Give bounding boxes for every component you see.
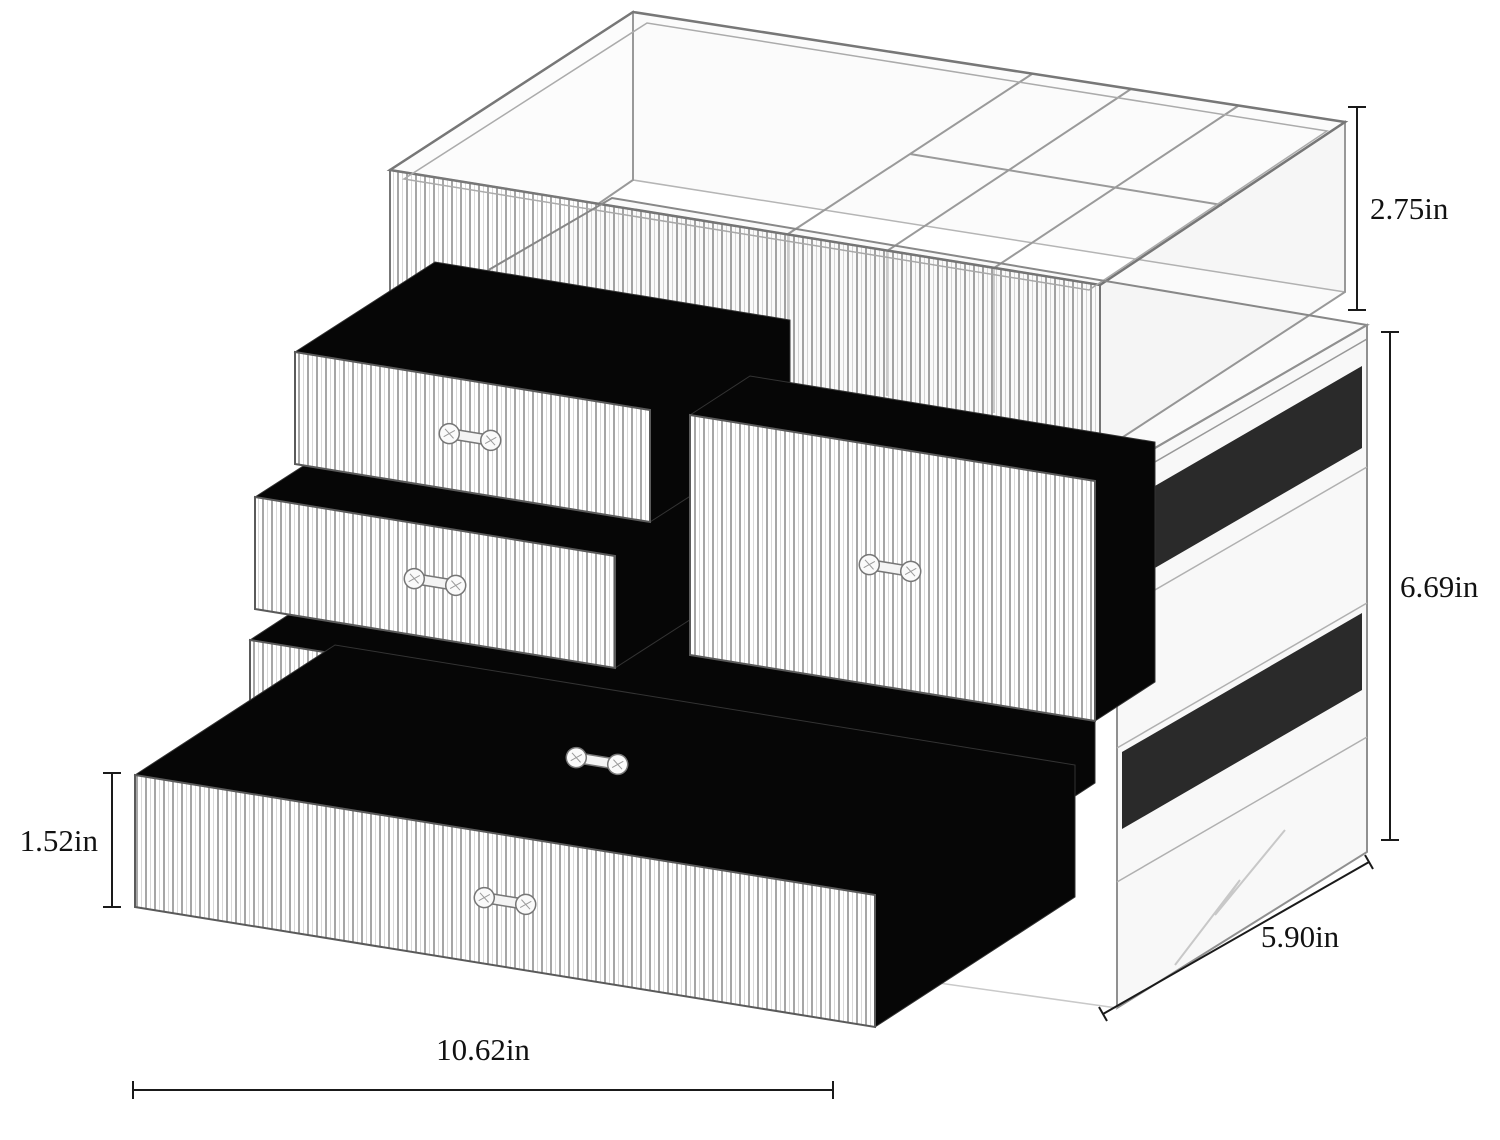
- acrylic-reflection: [1174, 829, 1286, 966]
- dim-label-depth: 5.90in: [1261, 919, 1340, 954]
- dim-top-section: [1348, 106, 1366, 311]
- dimension-annotations: [103, 106, 1399, 1099]
- drawer-interior-through-side-2: [1122, 613, 1362, 829]
- drawer-interior-through-side-1: [1122, 366, 1362, 587]
- top-tray: [386, 10, 1349, 454]
- dim-depth: [1098, 854, 1374, 1022]
- dimension-labels: 2.75in 6.69in 1.52in 10.62in 5.90in: [20, 191, 1479, 1067]
- tray-rim-inner: [401, 22, 1330, 291]
- dim-width: [132, 1081, 834, 1099]
- dim-bottom-drawer: [103, 772, 121, 908]
- drawer-unit-body: [345, 196, 1370, 1010]
- tray-divider-grid: [787, 73, 1239, 413]
- dim-label-width: 10.62in: [436, 1032, 530, 1067]
- tray-rim-outer: [386, 10, 1349, 287]
- dim-label-main-section-height: 6.69in: [1400, 569, 1479, 604]
- dim-label-bottom-drawer-height: 1.52in: [20, 823, 99, 858]
- dim-label-top-section-height: 2.75in: [1370, 191, 1449, 226]
- dim-main-section: [1381, 331, 1399, 841]
